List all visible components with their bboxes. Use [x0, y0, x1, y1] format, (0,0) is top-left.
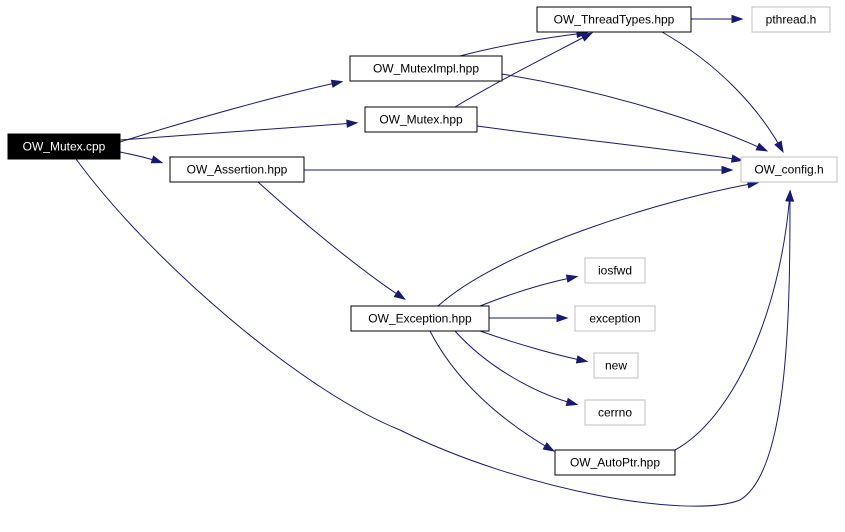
arrowhead-icon [346, 119, 359, 128]
node-label: OW_ThreadTypes.hpp [554, 13, 675, 27]
edge-line [257, 181, 404, 299]
node-cerrno: cerrno [584, 399, 646, 426]
node-pthread: pthread.h [751, 6, 831, 33]
arrowhead-icon [774, 140, 784, 154]
edge-assertion-to-exception_hpp [257, 181, 406, 300]
arrowhead-icon [150, 155, 164, 164]
edge-line [454, 33, 591, 108]
edge-line [479, 276, 576, 307]
node-label: OW_Exception.hpp [368, 312, 472, 326]
edge-mutex_cpp-to-assertion [119, 151, 164, 164]
arrowhead-icon [565, 397, 579, 406]
node-box [554, 449, 676, 476]
edges-layer [75, 14, 795, 507]
node-box [584, 399, 646, 426]
edge-line [429, 330, 553, 451]
node-new: new [593, 352, 639, 379]
edge-mutex_impl-to-config [501, 73, 769, 152]
edge-exception_hpp-to-autoptr [429, 330, 556, 452]
node-label: OW_Mutex.hpp [379, 113, 463, 127]
node-label: exception [589, 312, 640, 326]
edge-thread_types-to-pthread [691, 14, 744, 24]
node-box [349, 55, 503, 82]
edge-mutex_hpp-to-thread_types [454, 32, 594, 108]
arrowhead-icon [565, 274, 579, 283]
node-mutex-impl[interactable]: OW_MutexImpl.hpp [349, 55, 503, 82]
node-label: OW_config.h [754, 163, 823, 177]
edge-line [119, 122, 356, 141]
node-exception: exception [574, 305, 656, 332]
nodes-layer: OW_Mutex.cpp OW_MutexImpl.hppOW_Mutex.hpp… [7, 6, 838, 476]
arrowhead-icon [721, 165, 734, 175]
node-mutex-cpp[interactable]: OW_Mutex.cpp [7, 133, 121, 160]
node-autoptr[interactable]: OW_AutoPtr.hpp [554, 449, 676, 476]
node-box [7, 133, 121, 160]
edge-exception_hpp-to-config [437, 180, 760, 307]
edge-line [674, 192, 791, 451]
node-box [593, 352, 639, 379]
edge-autoptr-to-config [674, 189, 794, 451]
edge-exception_hpp-to-exception [489, 313, 569, 323]
edge-line [119, 81, 341, 143]
node-box [751, 6, 831, 33]
edge-line [501, 73, 766, 151]
node-label: OW_MutexImpl.hpp [373, 62, 479, 76]
edge-mutex_cpp-to-mutex_hpp [119, 119, 359, 141]
arrowhead-icon [580, 32, 594, 42]
arrowhead-icon [330, 79, 344, 88]
arrowhead-icon [755, 142, 769, 152]
node-mutex-hpp[interactable]: OW_Mutex.hpp [364, 106, 478, 133]
edge-line [437, 182, 757, 307]
node-box [169, 156, 305, 183]
node-label: OW_Mutex.cpp [23, 140, 106, 154]
edge-mutex_cpp-to-config [75, 158, 795, 507]
edge-thread_types-to-config [661, 31, 784, 154]
node-assertion[interactable]: OW_Assertion.hpp [169, 156, 305, 183]
edge-mutex_hpp-to-config [476, 125, 744, 163]
node-iosfwd: iosfwd [584, 257, 646, 284]
node-exception-hpp[interactable]: OW_Exception.hpp [350, 305, 490, 332]
edge-line [75, 158, 791, 507]
edge-line [459, 32, 586, 57]
edge-exception_hpp-to-iosfwd [479, 274, 579, 307]
node-box [740, 156, 838, 183]
node-label: new [605, 359, 627, 373]
node-label: OW_Assertion.hpp [187, 163, 288, 177]
arrowhead-icon [785, 189, 794, 202]
edge-mutex_impl-to-thread_types [459, 29, 589, 57]
edge-line [476, 125, 741, 161]
edge-exception_hpp-to-cerrno [454, 330, 579, 406]
node-box [574, 305, 656, 332]
node-box [350, 305, 490, 332]
arrowhead-icon [556, 313, 569, 323]
edge-line [661, 31, 783, 151]
edge-mutex_cpp-to-mutex_impl [119, 79, 344, 143]
node-box [364, 106, 478, 133]
arrowhead-icon [731, 14, 744, 24]
arrowhead-icon [575, 355, 589, 364]
node-box [584, 257, 646, 284]
node-label: cerrno [598, 406, 632, 420]
node-label: iosfwd [598, 264, 632, 278]
edge-assertion-to-config [304, 165, 734, 175]
node-config: OW_config.h [740, 156, 838, 183]
node-label: OW_AutoPtr.hpp [570, 456, 660, 470]
arrowhead-icon [542, 442, 556, 452]
node-thread-types[interactable]: OW_ThreadTypes.hpp [536, 6, 692, 33]
edge-line [454, 330, 576, 405]
arrowhead-icon [393, 289, 406, 300]
node-box [536, 6, 692, 33]
node-label: pthread.h [766, 13, 817, 27]
arrowhead-icon [730, 154, 744, 163]
edge-line [479, 330, 586, 362]
edge-exception_hpp-to-new [479, 330, 589, 364]
